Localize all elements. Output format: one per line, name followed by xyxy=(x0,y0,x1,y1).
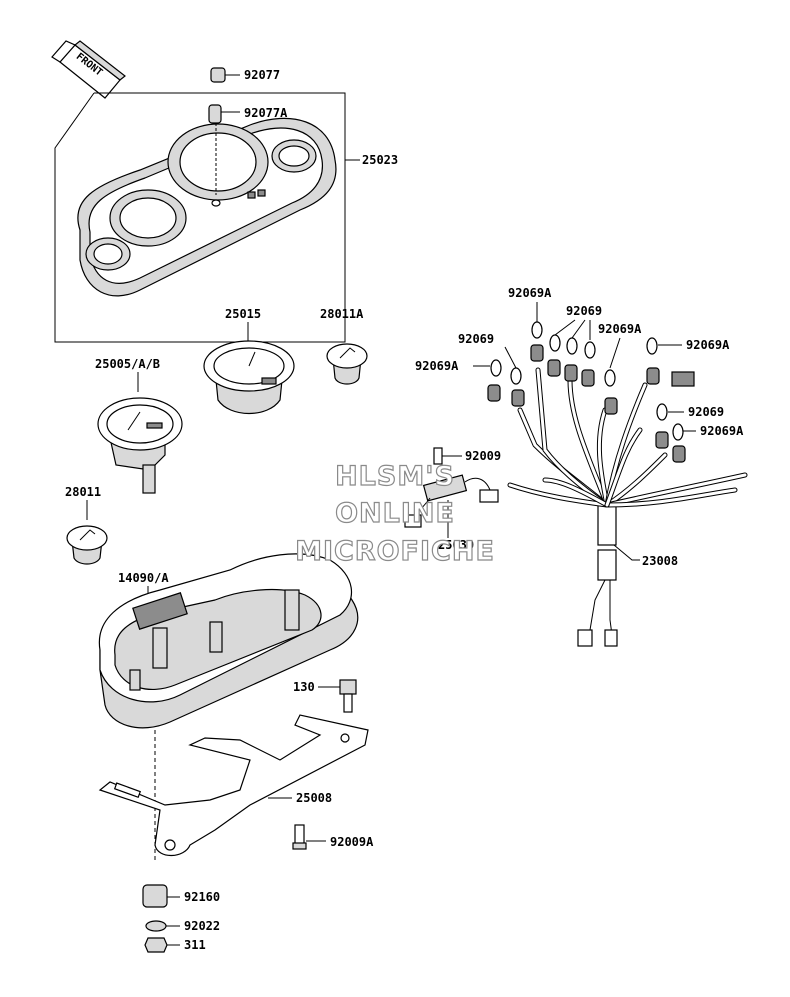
washer-92022: 92022 xyxy=(145,919,220,933)
bulb-socket-28011A: 28011A xyxy=(320,307,368,385)
callout-25015: 25015 xyxy=(225,307,261,321)
watermark-line-2: ONLINE xyxy=(335,498,455,529)
callout-25030: 25030 xyxy=(438,538,474,552)
callout-92077A: 92077A xyxy=(244,106,288,120)
callout-92009: 92009 xyxy=(465,449,501,463)
watermark: HLSM'S ONLINE MICROFICHE xyxy=(294,460,495,567)
part-92077A: 92077A xyxy=(208,104,288,195)
callout-23008: 23008 xyxy=(642,554,678,568)
callout-92069-right: 92069 xyxy=(688,405,724,419)
cluster-bracket xyxy=(54,92,346,343)
callout-130: 130 xyxy=(293,680,315,694)
bulb-callouts: 92069A 92069 92069A 92069 92069A 92069A … xyxy=(415,286,744,441)
unit-25030: 25030 xyxy=(404,474,499,552)
callout-92069A-top: 92069A xyxy=(508,286,552,300)
callout-92069A-right2: 92069A xyxy=(700,424,744,438)
lower-case-14090: 14090/A xyxy=(98,553,359,860)
callout-92077: 92077 xyxy=(244,68,280,82)
callout-92160: 92160 xyxy=(184,890,220,904)
part-92077: 92077 xyxy=(210,67,280,83)
watermark-line-3: MICROFICHE xyxy=(295,536,495,567)
callout-25008: 25008 xyxy=(296,791,332,805)
tachometer-25015: 25015 xyxy=(203,307,295,415)
callout-92069A-mid: 92069A xyxy=(598,322,642,336)
callout-25005: 25005/A/B xyxy=(95,357,160,371)
screw-92009: 92009 xyxy=(433,447,501,465)
meter-cover-25023 xyxy=(77,117,337,297)
screw-92009A: 92009A xyxy=(292,824,374,850)
callout-92022: 92022 xyxy=(184,919,220,933)
callout-14090: 14090/A xyxy=(118,571,169,585)
wire-harness-23008: 23008 xyxy=(487,344,748,647)
grommet-92160: 92160 xyxy=(142,884,220,908)
speedometer-25005: 25005/A/B xyxy=(95,357,183,494)
nut-311: 311 xyxy=(144,937,206,953)
callout-92069-left: 92069 xyxy=(458,332,494,346)
callout-28011: 28011 xyxy=(65,485,101,499)
callout-92009A: 92009A xyxy=(330,835,374,849)
callout-92069A-right: 92069A xyxy=(686,338,730,352)
callout-25023: 25023 xyxy=(362,153,398,167)
callout-92069A-left: 92069A xyxy=(415,359,459,373)
front-arrow-icon: FRONT xyxy=(51,40,126,99)
callout-311: 311 xyxy=(184,938,206,952)
bolt-130: 130 xyxy=(293,679,357,713)
callout-28011A: 28011A xyxy=(320,307,364,321)
bulb-socket-28011: 28011 xyxy=(65,485,108,565)
watermark-line-1: HLSM'S xyxy=(335,461,455,492)
callout-92069-top: 92069 xyxy=(566,304,602,318)
bracket-25008: 25008 xyxy=(98,714,369,857)
